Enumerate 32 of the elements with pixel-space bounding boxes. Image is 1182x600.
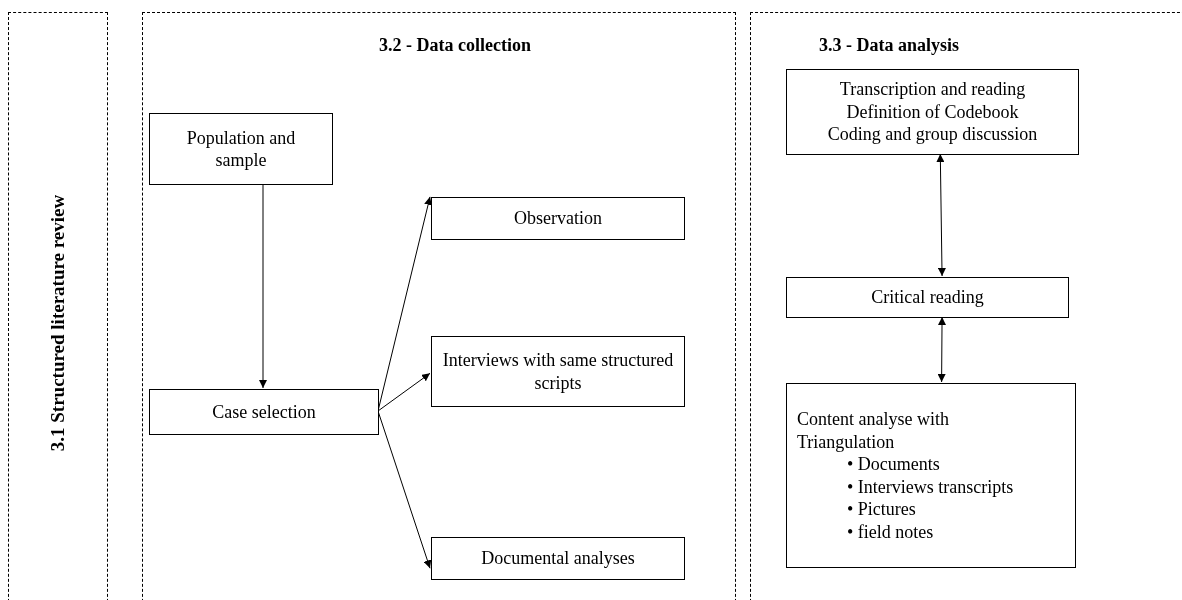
process-box [431, 537, 685, 580]
box-text: Content analyse with Triangulation [797, 408, 950, 453]
bullet-item: • Documents [847, 453, 941, 476]
box-text: Critical reading [871, 286, 984, 309]
arrow [259, 183, 267, 389]
bullet-item: • Interviews transcripts [847, 475, 1014, 498]
process-box [786, 383, 1076, 568]
panel-title: 3.1 Structured literature review [47, 194, 69, 451]
bullet-item: • Pictures [847, 498, 917, 521]
panel-title: 3.3 - Data analysis [819, 35, 959, 56]
box-text: Population and sample [185, 126, 297, 172]
arrow [377, 372, 431, 412]
bullet-item: • field notes [847, 520, 935, 543]
box-text: Observation [514, 207, 602, 230]
box-text: Interviews with same structured scripts [442, 349, 674, 394]
box-text: Transcription and reading [839, 78, 1026, 101]
arrow [937, 316, 946, 383]
dashed-panel [8, 12, 108, 600]
process-box [431, 197, 685, 240]
box-text: Definition of Codebook [846, 100, 1019, 124]
box-text: Case selection [212, 400, 316, 424]
box-text: Documental analyses [481, 547, 635, 570]
panel-title: 3.2 - Data collection [379, 35, 531, 56]
dashed-panel [750, 12, 1182, 600]
dashed-panel [142, 12, 736, 600]
process-box [786, 69, 1079, 155]
process-box [149, 113, 333, 185]
process-box [786, 277, 1069, 318]
arrow [936, 153, 946, 277]
process-box [149, 389, 379, 435]
process-box [431, 336, 685, 407]
box-text: Coding and group discussion [827, 123, 1038, 146]
